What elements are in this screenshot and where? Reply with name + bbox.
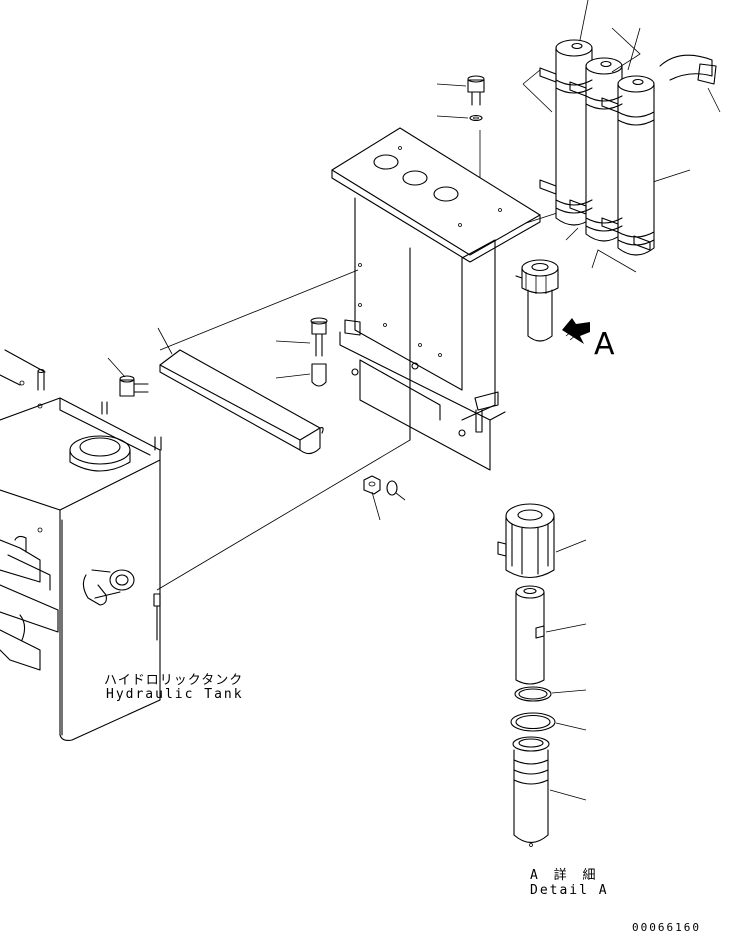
detail-a-parts: [497, 503, 587, 847]
nut-washer: [363, 475, 406, 521]
accumulators: [522, 0, 721, 273]
detail-label-japanese: A 詳 細: [530, 868, 600, 883]
hatched-direction-arrow-icon: [562, 318, 590, 344]
tank-label-english: Hydraulic Tank: [106, 687, 244, 702]
hydraulic-tank: [0, 349, 162, 741]
mounting-bracket: [331, 127, 541, 471]
view-letter: A: [594, 327, 615, 362]
detail-label-english: Detail A: [530, 883, 609, 898]
clamp-bolt: [275, 317, 328, 387]
cover-plate: [157, 327, 324, 455]
drawing-number: 00066160: [632, 921, 701, 934]
filter-assembly: [515, 259, 559, 342]
side-bolt: [107, 357, 149, 397]
tank-label-japanese: ハイドロリックタンク: [104, 673, 244, 688]
top-bolt: [436, 75, 485, 122]
